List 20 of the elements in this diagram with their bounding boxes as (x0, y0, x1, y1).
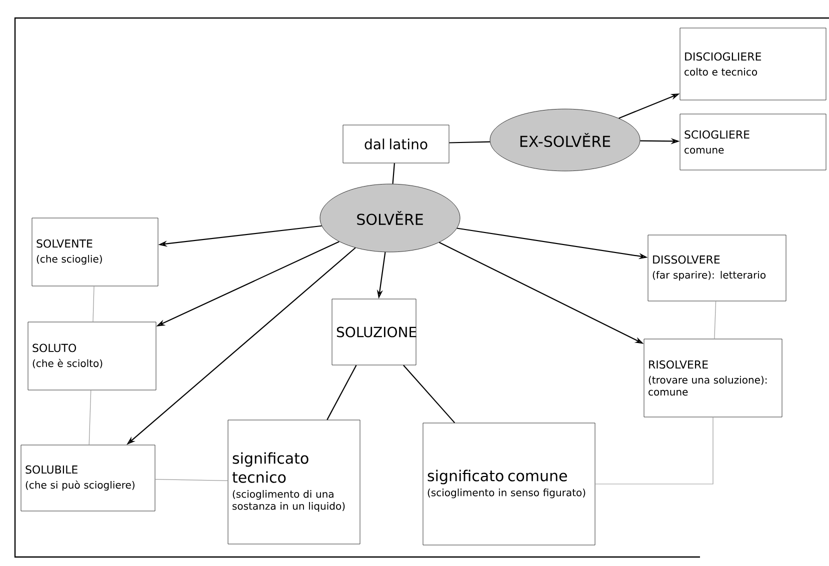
connector-line (88, 390, 92, 446)
connector-line (594, 416, 714, 484)
word-box: DISSOLVERE (far sparire): letterario (648, 234, 786, 302)
word-box: significato comune (scioglimento in senso figurato) (422, 422, 596, 546)
connector-line (326, 364, 357, 420)
connector-line (714, 300, 716, 340)
word-box: SOLUTO (che è sciolto) (28, 322, 156, 390)
connector-line (403, 364, 456, 424)
connector-line (154, 479, 228, 482)
word-box: SOLUZIONE (332, 298, 416, 366)
connector-line (92, 286, 94, 322)
word-box: dal latino (342, 124, 450, 164)
word-box: SOLUBILE (che si può sciogliere) (20, 444, 156, 512)
connector-line (392, 163, 395, 184)
word-box: significato tecnico (scioglimento di una sostanza in un liquido) (228, 420, 360, 544)
connector-line (449, 141, 490, 144)
word-box: SOLVENTE (che scioglie) (32, 218, 158, 286)
word-box: RISOLVERE (trovare una soluzione): comune (644, 338, 782, 418)
word-box: DISCIOGLIERE colto e tecnico (680, 28, 826, 100)
word-box: SCIOGLIERE comune (680, 114, 826, 170)
